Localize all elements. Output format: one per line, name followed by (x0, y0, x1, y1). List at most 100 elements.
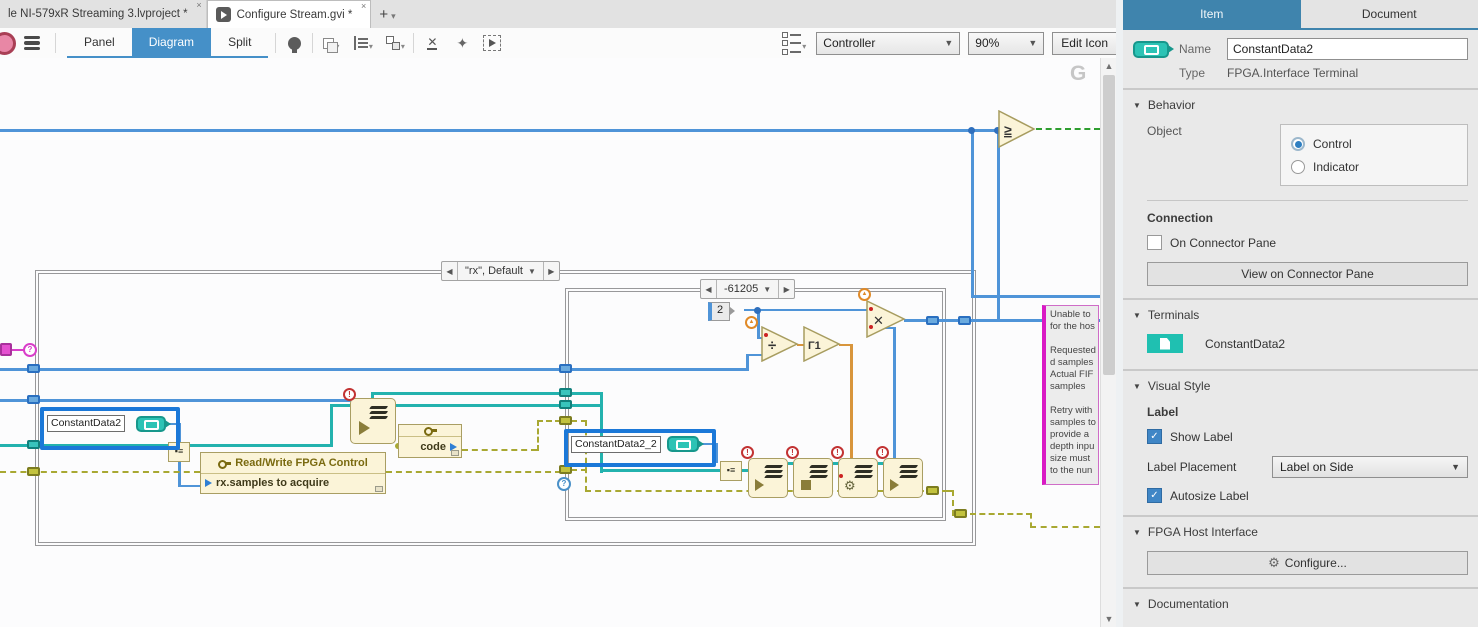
close-icon[interactable]: × (196, 1, 201, 10)
radio-indicator[interactable]: Indicator (1291, 160, 1457, 174)
execution-highlight-icon[interactable] (481, 31, 503, 55)
wire[interactable] (0, 399, 352, 402)
wire[interactable] (178, 461, 181, 487)
tab-diagram[interactable]: Diagram (132, 28, 211, 56)
fpga-host-interface-header[interactable]: ▼ FPGA Host Interface (1133, 525, 1470, 539)
new-tab-button[interactable]: + ▾ (371, 0, 403, 28)
align-icon[interactable]: ▾ (352, 31, 374, 55)
error-wire[interactable] (970, 513, 1032, 515)
tab-document[interactable]: Document (1301, 0, 1478, 28)
configure-button[interactable]: ⚙ Configure... (1147, 551, 1468, 575)
round-up-node[interactable]: Γ1 (803, 326, 841, 362)
boolean-wire[interactable] (1036, 128, 1100, 130)
tunnel[interactable] (27, 364, 40, 373)
multiply-node[interactable]: ✕ (866, 300, 906, 338)
scroll-up-icon[interactable]: ▲ (1101, 58, 1117, 74)
label-placement-dropdown[interactable]: Label on Side ▼ (1272, 456, 1468, 478)
visual-style-header[interactable]: ▼ Visual Style (1133, 379, 1470, 393)
wire[interactable] (0, 129, 998, 132)
wire[interactable] (371, 392, 560, 395)
resize-grip[interactable] (375, 486, 383, 492)
wire[interactable] (971, 129, 974, 297)
tunnel[interactable] (559, 388, 572, 397)
fifo-start-node[interactable] (883, 458, 923, 498)
clone-icon[interactable]: ▾ (320, 31, 342, 55)
error-wire[interactable] (386, 471, 561, 473)
tab-split[interactable]: Split (211, 28, 268, 56)
scrollbar-thumb[interactable] (1103, 75, 1115, 375)
tunnel[interactable] (27, 467, 40, 476)
tunnel[interactable] (559, 400, 572, 409)
wire[interactable] (571, 368, 749, 371)
checkbox-unchecked[interactable] (1147, 235, 1162, 250)
outer-case-selector[interactable]: ◀ "rx", Default▼ ▶ (441, 261, 560, 281)
tunnel[interactable] (27, 440, 40, 449)
wire[interactable] (746, 354, 749, 370)
edit-icon-button[interactable]: Edit Icon (1052, 32, 1117, 55)
on-connector-pane-row[interactable]: On Connector Pane (1147, 235, 1470, 250)
wire[interactable] (571, 392, 603, 395)
error-wire[interactable] (462, 449, 537, 451)
tab-item[interactable]: Item (1123, 0, 1301, 28)
wire[interactable] (0, 368, 560, 371)
radio-control[interactable]: Control (1291, 137, 1457, 151)
tunnel[interactable] (559, 364, 572, 373)
wire[interactable] (850, 344, 853, 461)
constant-data2-terminal-icon[interactable] (136, 416, 166, 432)
numeric-constant[interactable]: 2 (708, 302, 730, 321)
tunnel[interactable] (926, 316, 939, 325)
abort-icon[interactable] (0, 32, 16, 55)
wire[interactable] (330, 404, 333, 447)
wire[interactable] (971, 295, 1100, 298)
inner-case-selector[interactable]: ◀ -61205▼ ▶ (700, 279, 795, 299)
constant-data2-2-terminal-icon[interactable] (667, 436, 699, 452)
fifo-configure-node[interactable]: ⚙ (838, 458, 878, 498)
autosize-label-row[interactable]: ✓ Autosize Label (1147, 488, 1470, 503)
tab-panel[interactable]: Panel (67, 28, 132, 56)
radio-selected-icon[interactable] (1291, 137, 1305, 151)
error-wire[interactable] (537, 420, 539, 451)
unwired-tunnel[interactable]: ? (557, 477, 571, 491)
radio-icon[interactable] (1291, 160, 1305, 174)
tunnel[interactable] (926, 486, 939, 495)
scroll-down-icon[interactable]: ▼ (1101, 611, 1117, 627)
vertical-scrollbar[interactable]: ▲ ▼ (1100, 58, 1117, 627)
tab-configure-stream[interactable]: Configure Stream.gvi * × (207, 0, 372, 28)
unwired-tunnel[interactable]: ? (23, 343, 37, 357)
resize-grip[interactable] (451, 450, 459, 456)
error-wire[interactable] (1030, 526, 1100, 528)
error-wire[interactable] (537, 420, 561, 422)
diagram-canvas[interactable]: G ◀ "rx", Default▼ ▶ ◀ -61205▼ ▶ (0, 58, 1100, 627)
string-constant[interactable] (0, 343, 12, 356)
fifo-node[interactable] (350, 398, 396, 444)
checkbox-checked[interactable]: ✓ (1147, 429, 1162, 444)
behavior-header[interactable]: ▼ Behavior (1133, 98, 1470, 112)
tunnel[interactable] (954, 509, 967, 518)
remove-broken-wires-icon[interactable]: ✕ (421, 31, 443, 55)
read-write-fpga-control-node[interactable]: Read/Write FPGA Control rx.samples to ac… (200, 452, 386, 494)
prev-case-icon[interactable]: ◀ (442, 262, 457, 280)
prev-case-icon[interactable]: ◀ (701, 280, 716, 298)
terminal-row[interactable]: ConstantData2 (1147, 334, 1470, 353)
next-case-icon[interactable]: ▶ (779, 280, 794, 298)
tunnel[interactable] (958, 316, 971, 325)
code-node[interactable]: code (398, 424, 462, 458)
show-label-row[interactable]: ✓ Show Label (1147, 429, 1470, 444)
terminals-header[interactable]: ▼ Terminals (1133, 308, 1470, 322)
close-icon[interactable]: × (361, 2, 366, 11)
checkbox-checked[interactable]: ✓ (1147, 488, 1162, 503)
name-input[interactable] (1227, 38, 1468, 60)
constant-data2-label[interactable]: ConstantData2 (47, 415, 125, 432)
tab-project[interactable]: le NI-579xR Streaming 3.lvproject * × (0, 0, 207, 28)
distribute-icon[interactable]: ▾ (384, 31, 406, 55)
tunnel[interactable] (559, 416, 572, 425)
documentation-header[interactable]: ▼ Documentation (1133, 597, 1470, 611)
constant-data2-2-label[interactable]: ConstantData2_2 (571, 436, 661, 453)
wire[interactable] (744, 309, 870, 311)
zoom-dropdown[interactable]: 90% ▼ (968, 32, 1044, 55)
fifo-read-node[interactable] (748, 458, 788, 498)
order-list-icon[interactable]: ▾ (782, 31, 806, 55)
wire[interactable] (600, 469, 722, 472)
lightbulb-icon[interactable] (283, 31, 305, 55)
fifo-stop-node[interactable] (793, 458, 833, 498)
